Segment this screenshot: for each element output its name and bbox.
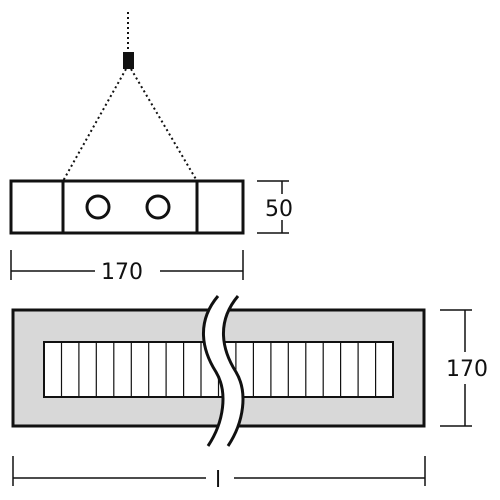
break-line-left (202, 295, 225, 447)
suspension-wire-right (130, 68, 198, 182)
depth-dimension-label: 170 (446, 357, 488, 382)
height-dim-label-bg (265, 194, 299, 220)
side-view-hole-left (85, 194, 111, 220)
louver-slats (60, 342, 377, 397)
side-view (9, 179, 245, 235)
width-dimension: 170 (10, 250, 244, 285)
height-dimension: 50 (257, 180, 299, 234)
side-view-center-section (61, 179, 199, 235)
length-dimension: l (12, 456, 426, 493)
depth-dimension: 170 (440, 309, 488, 427)
break-line-right (222, 295, 245, 447)
suspension-assembly (62, 12, 198, 182)
suspension-canopy (123, 52, 134, 69)
length-dimension-label: l (215, 468, 221, 493)
top-view (11, 295, 426, 447)
width-dimension-label: 170 (101, 260, 143, 285)
suspension-wire-left (62, 68, 127, 182)
side-view-hole-right (145, 194, 171, 220)
break-gap (203, 296, 243, 446)
height-dimension-label: 50 (265, 197, 293, 222)
